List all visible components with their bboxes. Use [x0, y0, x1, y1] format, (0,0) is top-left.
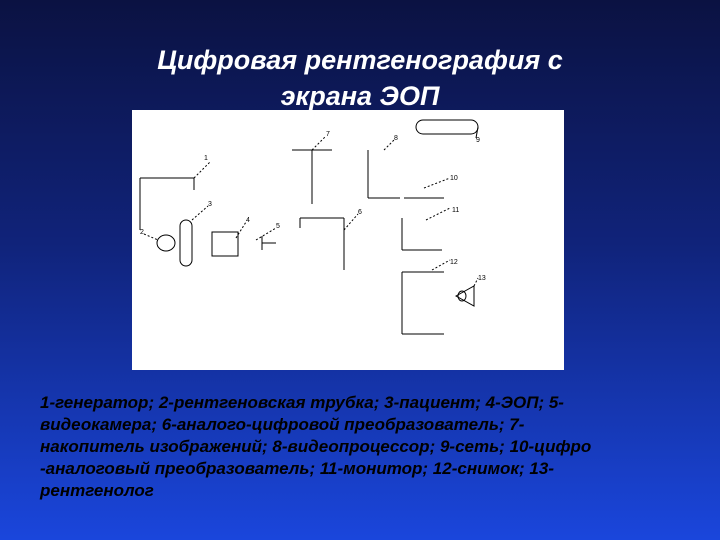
- caption-line-2: видеокамера; 6-аналого-цифровой преобраз…: [40, 415, 525, 434]
- caption-line-3: накопитель изображений; 8-видеопроцессор…: [40, 437, 592, 456]
- radiograph-element: [401, 259, 451, 335]
- title-line-2: экрана ЭОП: [280, 81, 440, 111]
- dac-element: [404, 177, 451, 199]
- label-11: 11: [452, 207, 459, 214]
- generator-element: [139, 161, 211, 230]
- slide-title: Цифровая рентгенография с экрана ЭОП: [60, 42, 660, 114]
- label-2: 2: [140, 229, 144, 236]
- label-3: 3: [208, 201, 212, 208]
- title-line-1: Цифровая рентгенография с: [157, 45, 563, 75]
- network-element: [415, 119, 479, 139]
- caption-line-4: -аналоговый преобразователь; 11-монитор;…: [40, 459, 555, 478]
- caption-line-5: рентгенолог: [40, 481, 154, 500]
- label-1: 1: [204, 155, 208, 162]
- label-4: 4: [246, 217, 250, 224]
- xray-tube-element: [143, 233, 176, 252]
- caption-line-1: 1-генератор; 2-рентгеновская трубка; 3-п…: [40, 393, 564, 412]
- label-5: 5: [276, 223, 280, 230]
- label-13: 13: [478, 275, 486, 282]
- image-storage-element: [292, 135, 332, 204]
- label-9: 9: [476, 137, 480, 144]
- scheme-diagram: 1 2 3 4 5 6 7 8 9 10 11 12 13: [139, 119, 486, 335]
- adc-element: [299, 213, 359, 270]
- radiologist-element: [454, 277, 479, 307]
- label-6: 6: [358, 209, 362, 216]
- label-12: 12: [450, 259, 458, 266]
- video-camera-element: [255, 227, 277, 250]
- label-7: 7: [326, 131, 330, 138]
- video-processor-element: [367, 139, 400, 199]
- label-8: 8: [394, 135, 398, 142]
- monitor-element: [401, 207, 451, 251]
- label-10: 10: [450, 175, 458, 182]
- patient-element: [179, 205, 209, 267]
- image-intensifier-element: [211, 221, 247, 257]
- legend-caption: 1-генератор; 2-рентгеновская трубка; 3-п…: [40, 392, 690, 502]
- diagram-panel: 1 2 3 4 5 6 7 8 9 10 11 12 13: [132, 110, 564, 370]
